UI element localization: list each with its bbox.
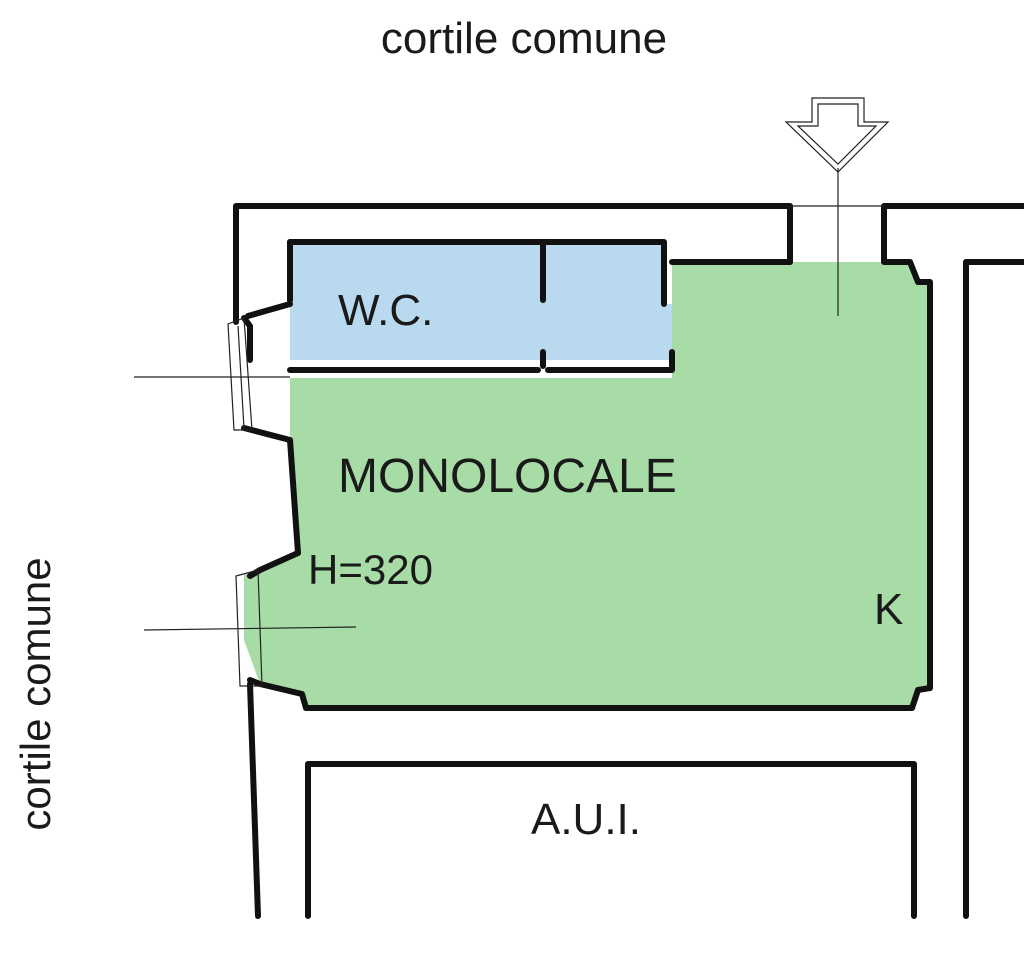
room-label: MONOLOCALE [338,450,677,503]
height-label: H=320 [308,546,433,593]
reference-line-2 [143,626,357,631]
entrance-arrow-icon [784,97,890,173]
courtyard-label-left: cortile comune [12,557,59,830]
wc-left-wall [245,239,293,319]
left-wall-bay-1 [241,315,253,363]
monolocale-room-fill [244,262,930,708]
kitchen-label: K [874,585,903,634]
left-wall-bay-2 [241,425,301,579]
entrance-arrow-inner [796,103,878,165]
wc-label: W.C. [338,286,433,335]
left-wall-lower [247,681,261,919]
wc-bottom-wall [287,349,675,373]
outer-wall-top-right [881,203,1024,255]
window-left-2 [235,569,263,687]
right-building-wall [963,259,1024,919]
wc-room-fill [290,242,672,360]
other-unit-label: A.U.I. [531,795,641,844]
other-unit-wall [305,761,917,919]
courtyard-label-top: cortile comune [381,14,667,63]
outer-wall-top-left [233,203,793,325]
